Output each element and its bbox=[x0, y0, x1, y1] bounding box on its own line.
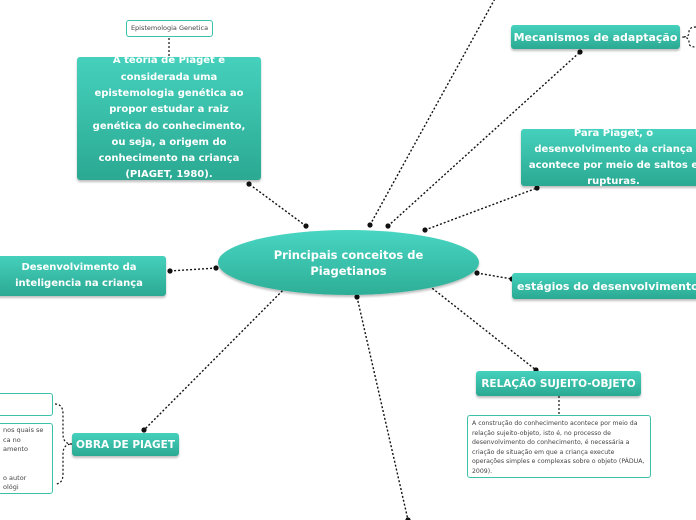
note-relation-text-label: A construção do conhecimento acontece po… bbox=[472, 420, 645, 475]
note-relation-text[interactable]: A construção do conhecimento acontece po… bbox=[467, 415, 651, 478]
topic-theory-label: A teoria de Piaget é considerada uma epi… bbox=[92, 55, 246, 181]
link-center-intelligence-start-dot bbox=[213, 265, 219, 271]
topic-development[interactable]: Para Piaget, o desenvolvimento da crianç… bbox=[521, 128, 696, 187]
topic-intelligence-label: Desenvolvimento da inteligencia na crian… bbox=[15, 261, 143, 290]
link-center-theory bbox=[248, 183, 307, 227]
link-center-intelligence-end-dot bbox=[167, 268, 173, 274]
central-topic[interactable]: Principais conceitos de Piagetianos bbox=[218, 230, 479, 295]
topic-mechanisms[interactable]: Mecanismos de adaptação bbox=[511, 25, 680, 49]
link-center-works-end-dot bbox=[141, 427, 147, 433]
topic-intelligence[interactable]: Desenvolvimento da inteligencia na crian… bbox=[0, 256, 166, 296]
link-center-theory-end-dot bbox=[246, 181, 252, 187]
note-works-line-2: ca no bbox=[3, 435, 21, 444]
note-works-detail[interactable]: nos quais se ca no amento o autor ológi bbox=[0, 423, 53, 494]
topic-theory[interactable]: A teoria de Piaget é considerada uma epi… bbox=[77, 55, 261, 180]
link-center-bottom-end-dot bbox=[405, 517, 411, 520]
note-works-top[interactable] bbox=[0, 393, 53, 416]
topic-stages[interactable]: estágios do desenvolvimento bbox=[512, 273, 696, 299]
topic-works[interactable]: OBRA DE PIAGET bbox=[72, 433, 179, 456]
note-epistemologia-genetica[interactable]: Epistemologia Genetica bbox=[126, 20, 213, 37]
link-center-bottom-start-dot bbox=[354, 294, 360, 300]
link-center-mechanisms-end-dot bbox=[577, 49, 583, 55]
topic-development-label: Para Piaget, o desenvolvimento da crianç… bbox=[528, 127, 696, 187]
topic-mechanisms-label: Mecanismos de adaptação bbox=[513, 30, 678, 44]
link-center-development-start-dot bbox=[422, 227, 428, 233]
topic-works-label: OBRA DE PIAGET bbox=[75, 438, 176, 451]
central-topic-label: Principais conceitos de Piagetianos bbox=[273, 247, 424, 278]
note-works-line-1: nos quais se bbox=[3, 426, 44, 434]
link-center-stages-start-dot bbox=[474, 270, 480, 276]
bracket-works bbox=[54, 403, 73, 485]
link-center-intelligence bbox=[169, 267, 217, 272]
link-center-top-left-start-dot bbox=[367, 222, 373, 228]
link-center-mechanisms-start-dot bbox=[385, 223, 391, 229]
link-center-top-left bbox=[369, 0, 496, 226]
link-center-mechanisms bbox=[387, 51, 581, 227]
note-works-line-3: amento bbox=[3, 445, 28, 454]
topic-stages-label: estágios do desenvolvimento bbox=[517, 279, 696, 293]
link-center-theory-start-dot bbox=[303, 223, 309, 229]
link-center-bottom bbox=[356, 296, 409, 520]
note-works-line-4: o autor bbox=[3, 473, 27, 482]
bracket-mechanisms bbox=[681, 26, 696, 48]
link-center-development bbox=[424, 187, 538, 231]
note-epistemologia-genetica-label: Epistemologia Genetica bbox=[130, 23, 209, 32]
link-center-development-end-dot bbox=[534, 185, 540, 191]
note-works-line-5: ológi bbox=[3, 483, 19, 492]
link-center-works bbox=[143, 267, 306, 431]
link-center-stages bbox=[476, 272, 513, 280]
topic-relation[interactable]: RELAÇÃO SUJEITO-OBJETO bbox=[476, 371, 641, 396]
topic-relation-label: RELAÇÃO SUJEITO-OBJETO bbox=[481, 377, 636, 390]
